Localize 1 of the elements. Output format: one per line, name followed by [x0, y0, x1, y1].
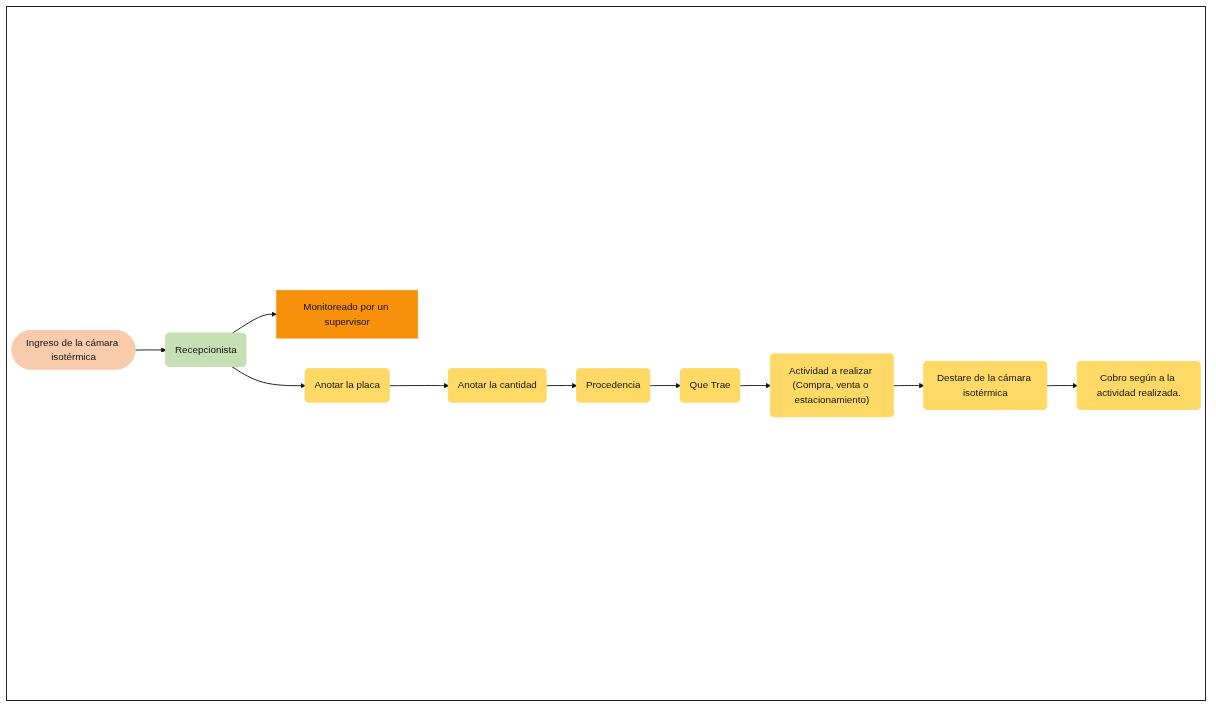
node-box: Monitoreado por un supervisor — [276, 289, 419, 339]
